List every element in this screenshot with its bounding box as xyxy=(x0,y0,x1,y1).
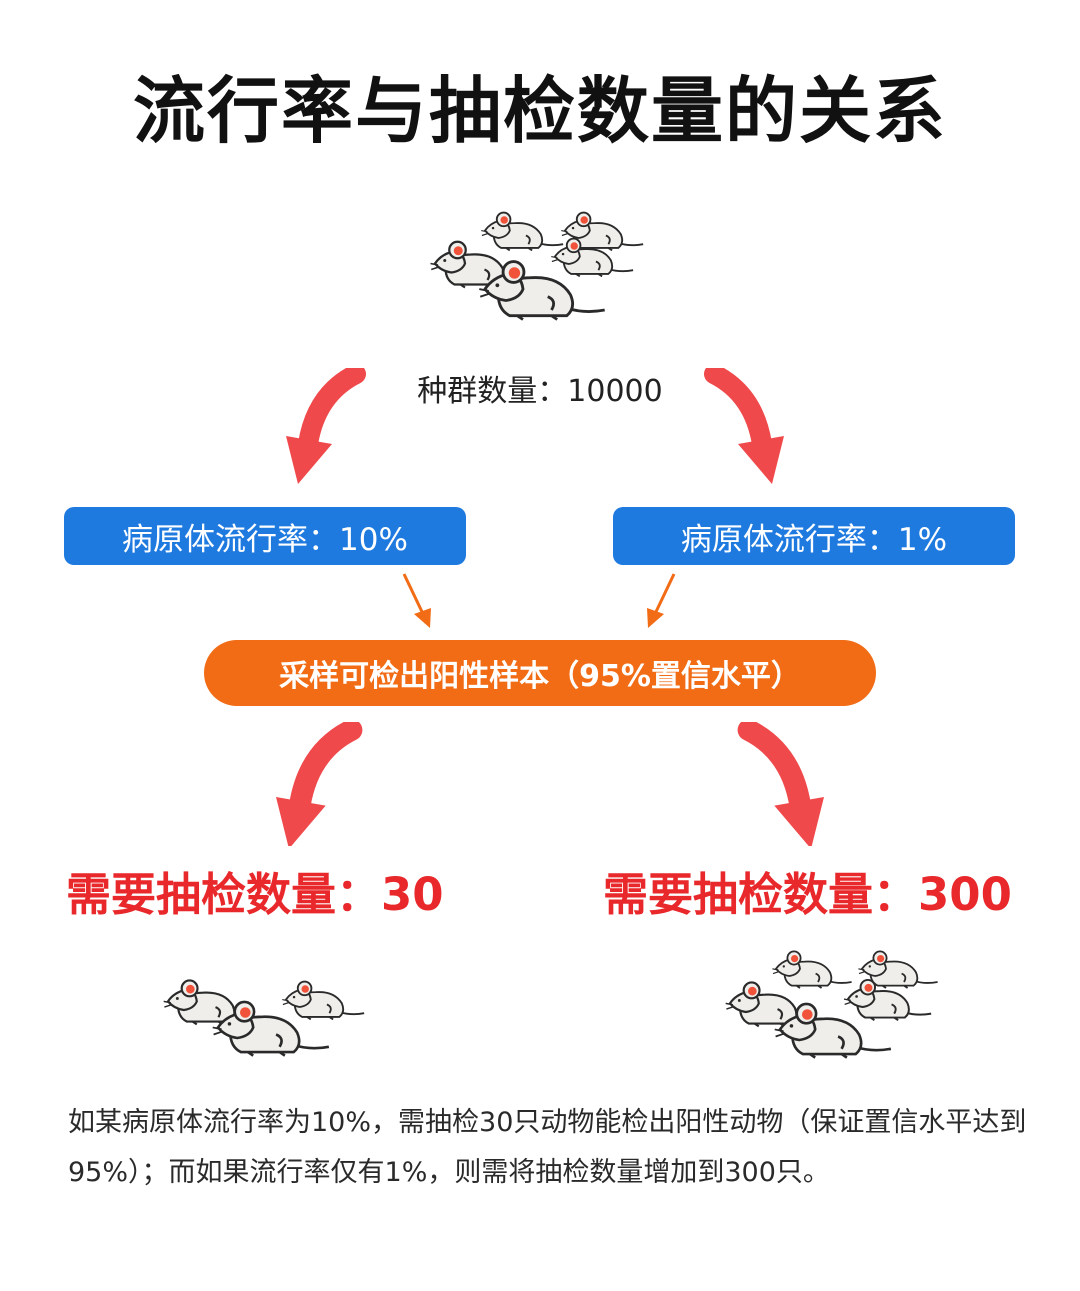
page-title: 流行率与抽检数量的关系 xyxy=(132,69,947,153)
prevalence-10-badge: 病原体流行率：10% xyxy=(64,507,466,565)
result-left-count: 需要抽检数量：30 xyxy=(66,868,444,921)
thin-arrow-left-icon xyxy=(402,573,431,628)
curved-arrow-right-icon xyxy=(700,368,790,488)
prevalence-1-badge: 病原体流行率：1% xyxy=(613,507,1015,565)
mice-group-small-icon xyxy=(162,979,366,1057)
mice-group-large-icon xyxy=(724,950,939,1059)
mice-group-icon xyxy=(429,211,645,321)
population-label: 种群数量：10000 xyxy=(417,374,663,409)
thin-arrow-right-icon xyxy=(647,573,676,628)
result-right-count: 需要抽检数量：300 xyxy=(603,868,1012,921)
sampling-condition-banner: 采样可检出阳性样本（95%置信水平） xyxy=(204,640,876,706)
explanation-text: 如某病原体流行率为10%，需抽检30只动物能检出阳性动物（保证置信水平达到95%… xyxy=(68,1107,1027,1188)
curved-arrow-lower-left-icon xyxy=(268,722,368,846)
curved-arrow-lower-right-icon xyxy=(732,722,832,846)
curved-arrow-left-icon xyxy=(280,368,370,488)
